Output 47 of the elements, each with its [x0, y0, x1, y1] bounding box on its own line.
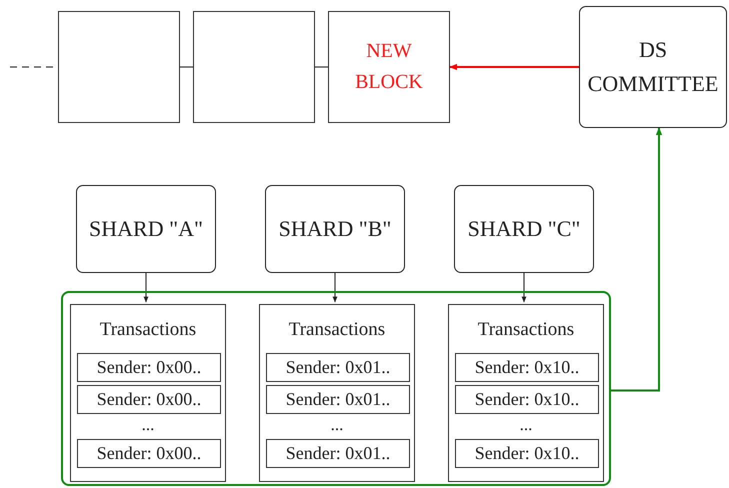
transactions-panel	[70, 304, 226, 482]
sender-row	[455, 385, 599, 414]
transactions-panel	[259, 304, 415, 482]
sender-row	[77, 353, 221, 382]
node-label: Sender: 0x01..	[284, 388, 392, 411]
node-label: SHARD "B"	[278, 214, 392, 243]
node-label: Sender: 0x00..	[96, 356, 202, 379]
panel-heading: Transactions	[476, 319, 576, 342]
sender-row	[266, 439, 410, 468]
rounded-box	[265, 185, 405, 273]
ellipsis: ...	[518, 415, 534, 436]
sender-row	[266, 385, 410, 414]
sender-row	[455, 353, 599, 382]
block-box	[328, 11, 450, 123]
node-label: Sender: 0x10..	[474, 356, 580, 379]
group-frame	[61, 291, 611, 486]
sender-row	[266, 353, 410, 382]
node-label: DS COMMITTEE	[586, 36, 720, 98]
node-label: Sender: 0x10..	[474, 442, 580, 465]
sender-row	[455, 439, 599, 468]
connector-line	[314, 66, 328, 68]
rounded-box	[579, 6, 727, 128]
node-label: SHARD "A"	[88, 214, 204, 243]
node-label: Sender: 0x01..	[284, 442, 392, 465]
block-box	[58, 11, 180, 123]
sender-row	[77, 439, 221, 468]
ellipsis: ...	[330, 415, 344, 436]
ellipsis: ...	[140, 415, 156, 436]
arrow	[522, 272, 526, 303]
connector-line	[180, 66, 194, 68]
panel-heading: Transactions	[98, 319, 198, 342]
arrow	[332, 272, 338, 303]
node-label: NEW BLOCK	[354, 39, 424, 95]
arrow	[611, 127, 662, 392]
transactions-panel	[448, 304, 604, 482]
node-label: Sender: 0x10..	[474, 388, 580, 411]
arrow	[144, 272, 148, 303]
rounded-box	[76, 185, 216, 273]
sender-row	[77, 385, 221, 414]
node-label: Sender: 0x00..	[96, 442, 202, 465]
arrow	[449, 64, 579, 70]
rounded-box	[454, 185, 594, 273]
node-label: Sender: 0x00..	[96, 388, 202, 411]
panel-heading: Transactions	[288, 319, 386, 342]
block-box	[193, 11, 315, 123]
node-label: Sender: 0x01..	[284, 356, 392, 379]
node-label: SHARD "C"	[466, 214, 582, 243]
